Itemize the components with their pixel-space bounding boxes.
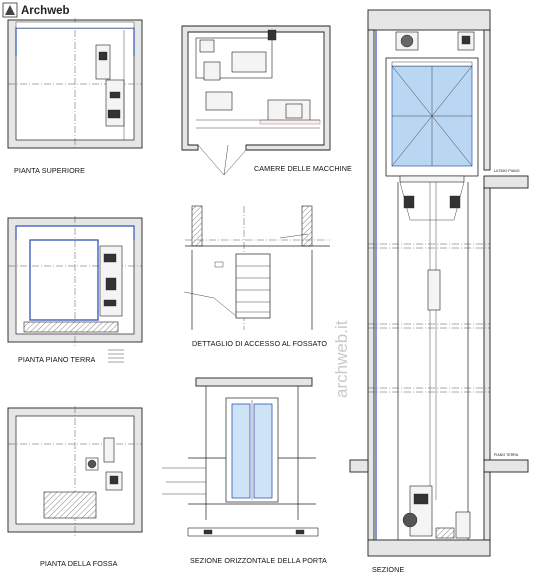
- plan-top-view: PIANTA SUPERIORE: [7, 18, 143, 175]
- door-section-caption: SEZIONE ORIZZONTALE DELLA PORTA: [190, 556, 327, 565]
- plan-ground-view: PIANTA PIANO TERRA: [7, 216, 143, 364]
- door-section-view: SEZIONE ORIZZONTALE DELLA PORTA: [162, 377, 327, 565]
- lift-section-view: ULTIMO PIANO PIANO TERRA SEZIONE: [349, 9, 529, 574]
- archweb-logo[interactable]: Archweb: [2, 2, 70, 18]
- level-label-ground: PIANO TERRA: [494, 453, 519, 457]
- section-caption: SEZIONE: [372, 565, 404, 574]
- plan-ground-caption: PIANTA PIANO TERRA: [18, 355, 96, 364]
- plan-pit-caption: PIANTA DELLA FOSSA: [40, 559, 118, 568]
- plan-pit-view: PIANTA DELLA FOSSA: [7, 406, 143, 568]
- machine-room-caption: CAMERE DELLE MACCHINE: [254, 164, 352, 173]
- logo-text: Archweb: [21, 5, 70, 17]
- machine-room-view: CAMERE DELLE MACCHINE: [181, 25, 352, 176]
- level-label-top: ULTIMO PIANO: [494, 169, 520, 173]
- pit-access-caption: DETTAGLIO DI ACCESSO AL FOSSATO: [192, 339, 327, 348]
- pit-access-detail: DETTAGLIO DI ACCESSO AL FOSSATO: [183, 205, 330, 348]
- plan-top-caption: PIANTA SUPERIORE: [14, 166, 85, 175]
- watermark-text: archweb.it: [332, 320, 351, 398]
